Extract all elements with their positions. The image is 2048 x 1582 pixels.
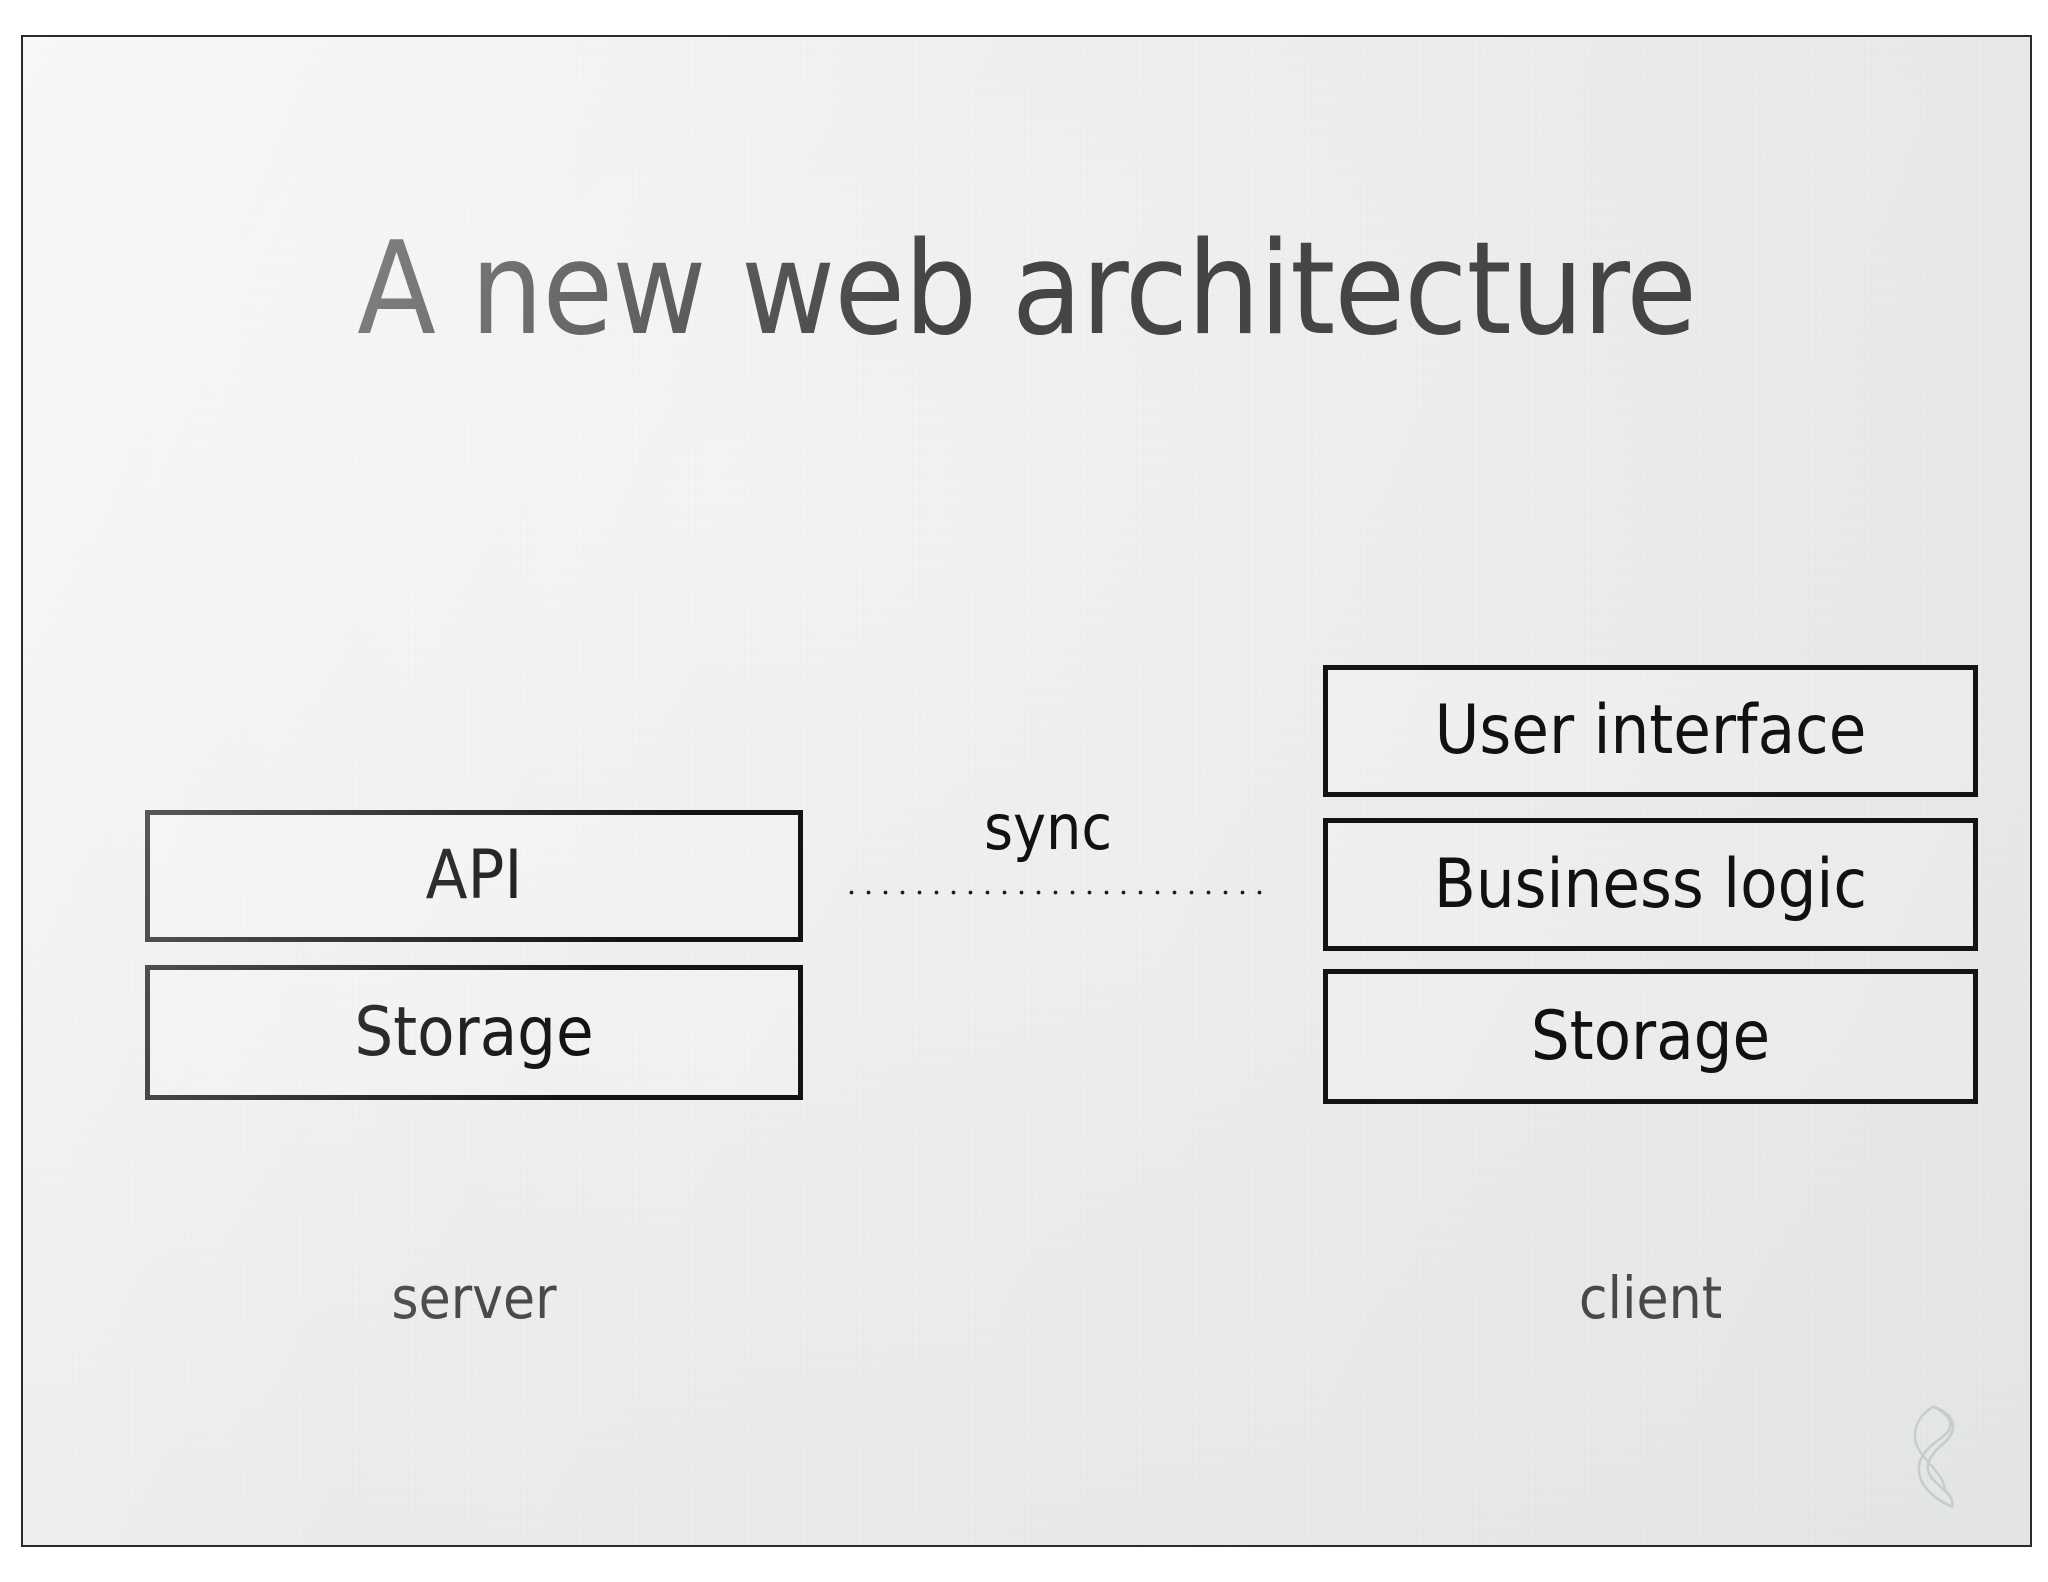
slide-surface: A new web architecture API Storage User … <box>23 37 2030 1545</box>
client-layer-storage[interactable]: Storage <box>1323 969 1978 1104</box>
server-layer-api-label: API <box>425 836 523 915</box>
sync-connector: sync <box>813 797 1283 927</box>
client-layer-user-interface[interactable]: User interface <box>1323 665 1978 797</box>
server-tier-caption: server <box>391 1264 557 1332</box>
client-layer-user-interface-label: User interface <box>1434 691 1867 770</box>
server-layer-storage[interactable]: Storage <box>145 965 803 1100</box>
client-tier-caption: client <box>1578 1264 1723 1332</box>
server-layer-storage-label: Storage <box>354 992 594 1072</box>
flame-logo-icon <box>1913 1405 1955 1509</box>
client-layer-storage-label: Storage <box>1530 996 1771 1076</box>
server-layer-api[interactable]: API <box>145 810 803 942</box>
client-layer-business-logic-label: Business logic <box>1433 844 1868 924</box>
client-layer-business-logic[interactable]: Business logic <box>1323 818 1978 951</box>
sync-dotted-line <box>843 889 1263 896</box>
page-title: A new web architecture <box>357 214 1697 364</box>
sync-connector-label: sync <box>983 791 1113 864</box>
